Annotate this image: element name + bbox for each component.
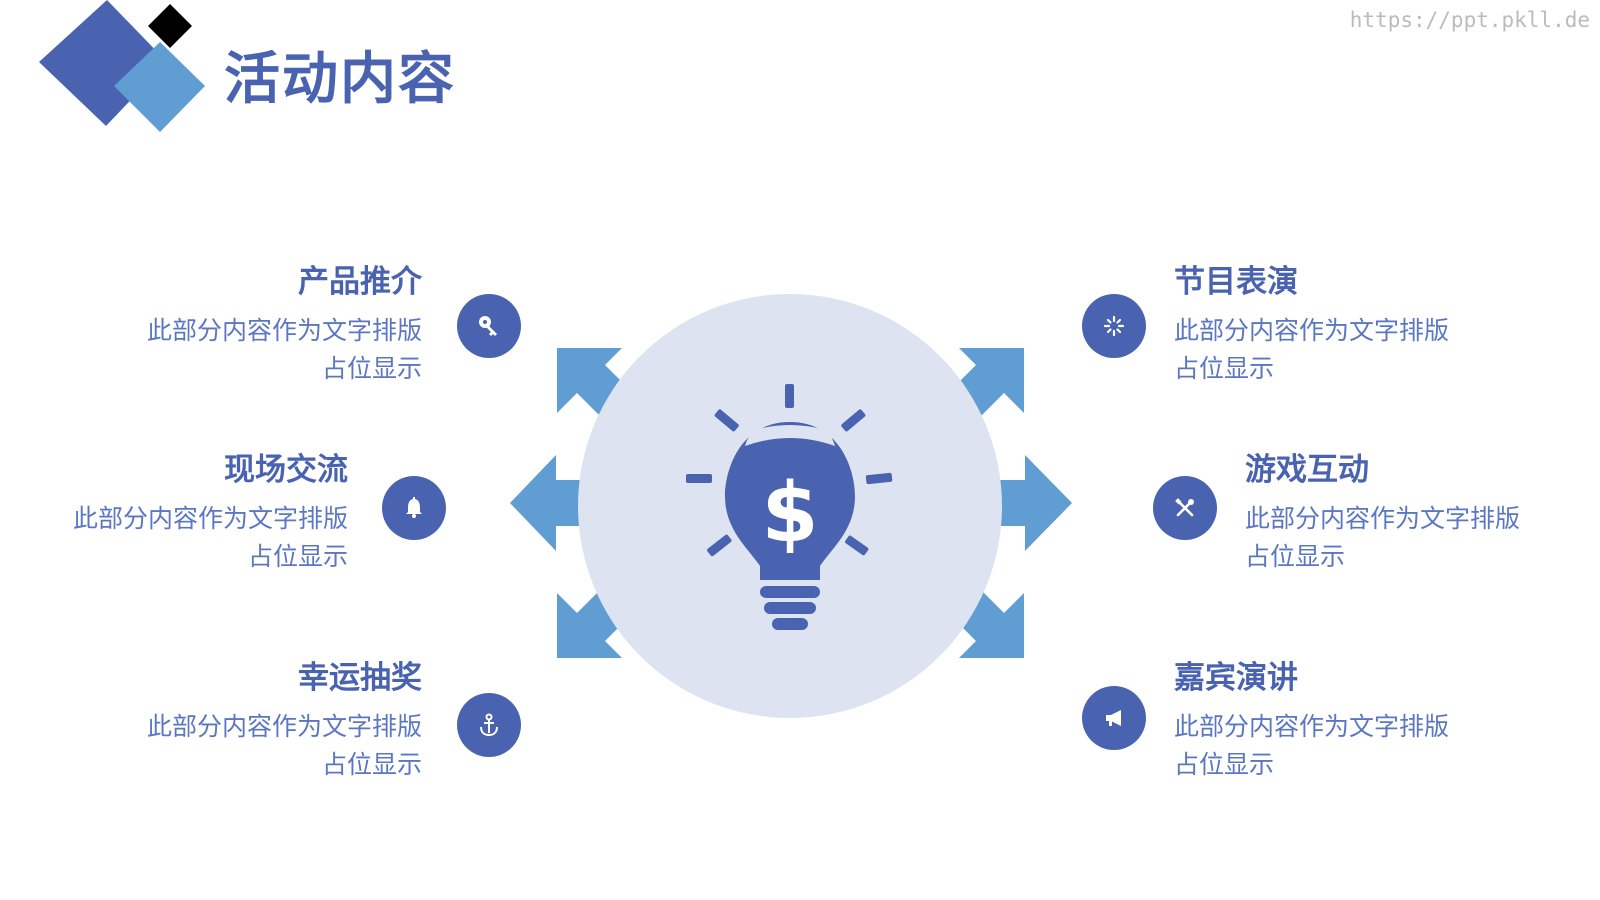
arrow-right xyxy=(990,455,1072,551)
item-title: 嘉宾演讲 xyxy=(1174,660,1298,696)
logo-squares xyxy=(39,0,205,132)
item-desc-line2: 占位显示 xyxy=(247,542,348,571)
logo-square-light xyxy=(114,42,205,132)
megaphone-icon xyxy=(1106,710,1121,726)
arrow-left xyxy=(510,455,590,551)
show-icon-circle xyxy=(1082,294,1146,358)
item-desc-line2: 占位显示 xyxy=(321,354,422,383)
tools-icon xyxy=(1175,498,1194,517)
item-desc-line1: 此部分内容作为文字排版 xyxy=(146,316,422,345)
item-title: 现场交流 xyxy=(224,452,348,488)
item-guest-speech: 嘉宾演讲 此部分内容作为文字排版 占位显示 xyxy=(1174,658,1554,784)
dollar-lightbulb-icon: $ xyxy=(686,384,893,630)
exchange-icon-circle xyxy=(382,476,446,540)
item-title: 产品推介 xyxy=(298,264,422,300)
item-lucky-draw: 幸运抽奖 此部分内容作为文字排版 占位显示 xyxy=(42,658,422,784)
spinner-icon xyxy=(1103,315,1125,337)
item-title: 游戏互动 xyxy=(1245,452,1369,488)
item-desc-line2: 占位显示 xyxy=(321,750,422,779)
logo-square-black xyxy=(148,4,192,48)
game-icon-circle xyxy=(1153,476,1217,540)
item-title: 幸运抽奖 xyxy=(298,660,422,696)
item-desc-line2: 占位显示 xyxy=(1245,542,1346,571)
item-performance: 节目表演 此部分内容作为文字排版 占位显示 xyxy=(1174,262,1554,388)
item-desc-line1: 此部分内容作为文字排版 xyxy=(72,504,348,533)
watermark: https://ppt.pkll.de xyxy=(1349,8,1590,32)
key-icon xyxy=(479,316,497,336)
item-game-interaction: 游戏互动 此部分内容作为文字排版 占位显示 xyxy=(1245,450,1600,576)
item-product-promotion: 产品推介 此部分内容作为文字排版 占位显示 xyxy=(42,262,422,388)
svg-text:$: $ xyxy=(761,466,818,561)
item-onsite-exchange: 现场交流 此部分内容作为文字排版 占位显示 xyxy=(0,450,348,576)
speech-icon-circle xyxy=(1082,686,1146,750)
item-desc-line2: 占位显示 xyxy=(1174,354,1275,383)
item-title: 节目表演 xyxy=(1174,264,1298,300)
product-icon-circle xyxy=(457,294,521,358)
item-desc-line1: 此部分内容作为文字排版 xyxy=(1174,712,1450,741)
page-title: 活动内容 xyxy=(224,47,456,112)
item-desc-line1: 此部分内容作为文字排版 xyxy=(146,712,422,741)
bell-icon xyxy=(406,497,422,518)
item-desc-line1: 此部分内容作为文字排版 xyxy=(1245,504,1521,533)
anchor-icon xyxy=(480,713,498,737)
item-desc-line2: 占位显示 xyxy=(1174,750,1275,779)
item-desc-line1: 此部分内容作为文字排版 xyxy=(1174,316,1450,345)
lottery-icon-circle xyxy=(457,693,521,757)
